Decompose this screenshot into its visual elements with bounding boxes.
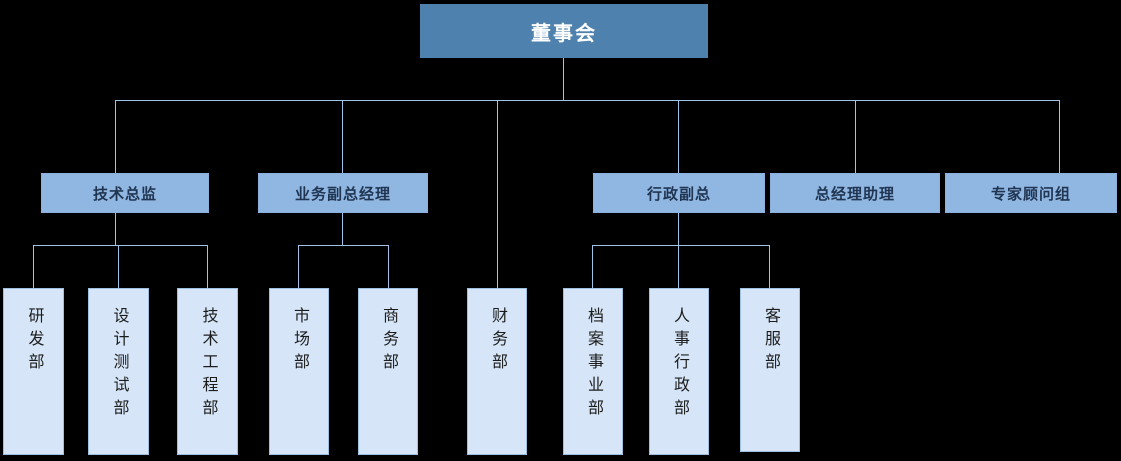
node-commerce[interactable]: 商务部 [358,288,418,455]
node-design-test[interactable]: 设计测试部 [88,288,149,455]
node-label: 技术工程部 [199,307,217,422]
node-expert-advisory[interactable]: 专家顾问组 [945,173,1117,213]
node-label: 人事行政部 [671,307,688,422]
connector-drop-customer-svc [769,245,770,288]
node-label: 业务副总经理 [294,185,391,203]
node-tech-director[interactable]: 技术总监 [41,173,209,213]
connector-bus-tech-director [33,245,207,246]
node-finance[interactable]: 财务部 [467,288,527,455]
connector-drop-commerce [388,245,389,288]
node-label: 研发部 [25,307,43,376]
node-label: 财务部 [489,307,506,376]
node-label: 董事会 [531,22,597,45]
node-business-vp[interactable]: 业务副总经理 [258,173,428,213]
node-marketing[interactable]: 市场部 [269,288,329,455]
connector-drop-marketing [298,245,299,288]
connector-drop-admin-vp [678,100,679,173]
node-admin-vp[interactable]: 行政副总 [593,173,765,213]
node-label: 客服部 [762,307,779,376]
node-gm-assistant[interactable]: 总经理助理 [770,173,940,213]
connector-stem-admin-vp [678,213,679,245]
connector-bus-admin-vp [592,245,770,246]
node-label: 行政副总 [646,185,711,203]
connector-root-stem [563,58,564,100]
node-label: 总经理助理 [814,185,895,203]
node-archives[interactable]: 档案事业部 [563,288,623,455]
node-label: 商务部 [380,307,397,376]
connector-drop-design-test [118,245,119,288]
connector-drop-finance [497,100,498,288]
connector-drop-business-vp [342,100,343,173]
node-board-of-directors[interactable]: 董事会 [420,4,708,58]
node-hr-admin[interactable]: 人事行政部 [649,288,709,455]
node-label: 档案事业部 [585,307,602,422]
connector-bus-business-vp [298,245,388,246]
connector-drop-rd-dept [33,245,34,288]
node-label: 设计测试部 [110,307,128,422]
connector-drop-tech-director [115,100,116,173]
connector-stem-tech-director [115,213,116,245]
node-label: 技术总监 [92,185,157,203]
node-label: 市场部 [291,307,308,376]
node-customer-svc[interactable]: 客服部 [740,288,800,452]
connector-drop-gm-assistant [855,100,856,173]
node-rd-dept[interactable]: 研发部 [3,288,64,455]
connector-drop-archives [592,245,593,288]
node-tech-eng[interactable]: 技术工程部 [177,288,238,455]
connector-drop-tech-eng [207,245,208,288]
connector-stem-business-vp [342,213,343,245]
connector-main-bus [115,100,1060,101]
connector-drop-hr-admin [678,245,679,288]
connector-drop-expert-advisory [1059,100,1060,173]
node-label: 专家顾问组 [990,185,1071,203]
